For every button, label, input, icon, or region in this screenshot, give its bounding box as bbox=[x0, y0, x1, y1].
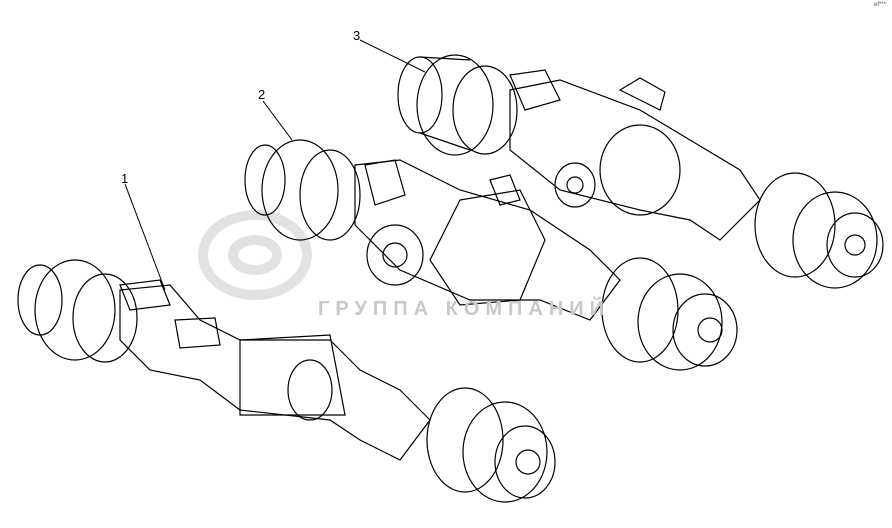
axle-1 bbox=[17, 259, 556, 503]
corner-note: ef*** bbox=[873, 2, 886, 8]
callout-label-3: 3 bbox=[353, 28, 361, 43]
leader-line-2 bbox=[262, 100, 293, 141]
watermark-logo bbox=[198, 210, 312, 300]
callout-label-2: 2 bbox=[258, 87, 266, 102]
axle-2 bbox=[244, 139, 738, 371]
leader-line-3 bbox=[359, 39, 426, 73]
watermark-subtitle: ГРУППА КОМПАНИЙ bbox=[318, 298, 611, 320]
axle-3 bbox=[397, 54, 884, 289]
leader-line-1 bbox=[124, 183, 166, 291]
callout-label-1: 1 bbox=[121, 171, 129, 186]
